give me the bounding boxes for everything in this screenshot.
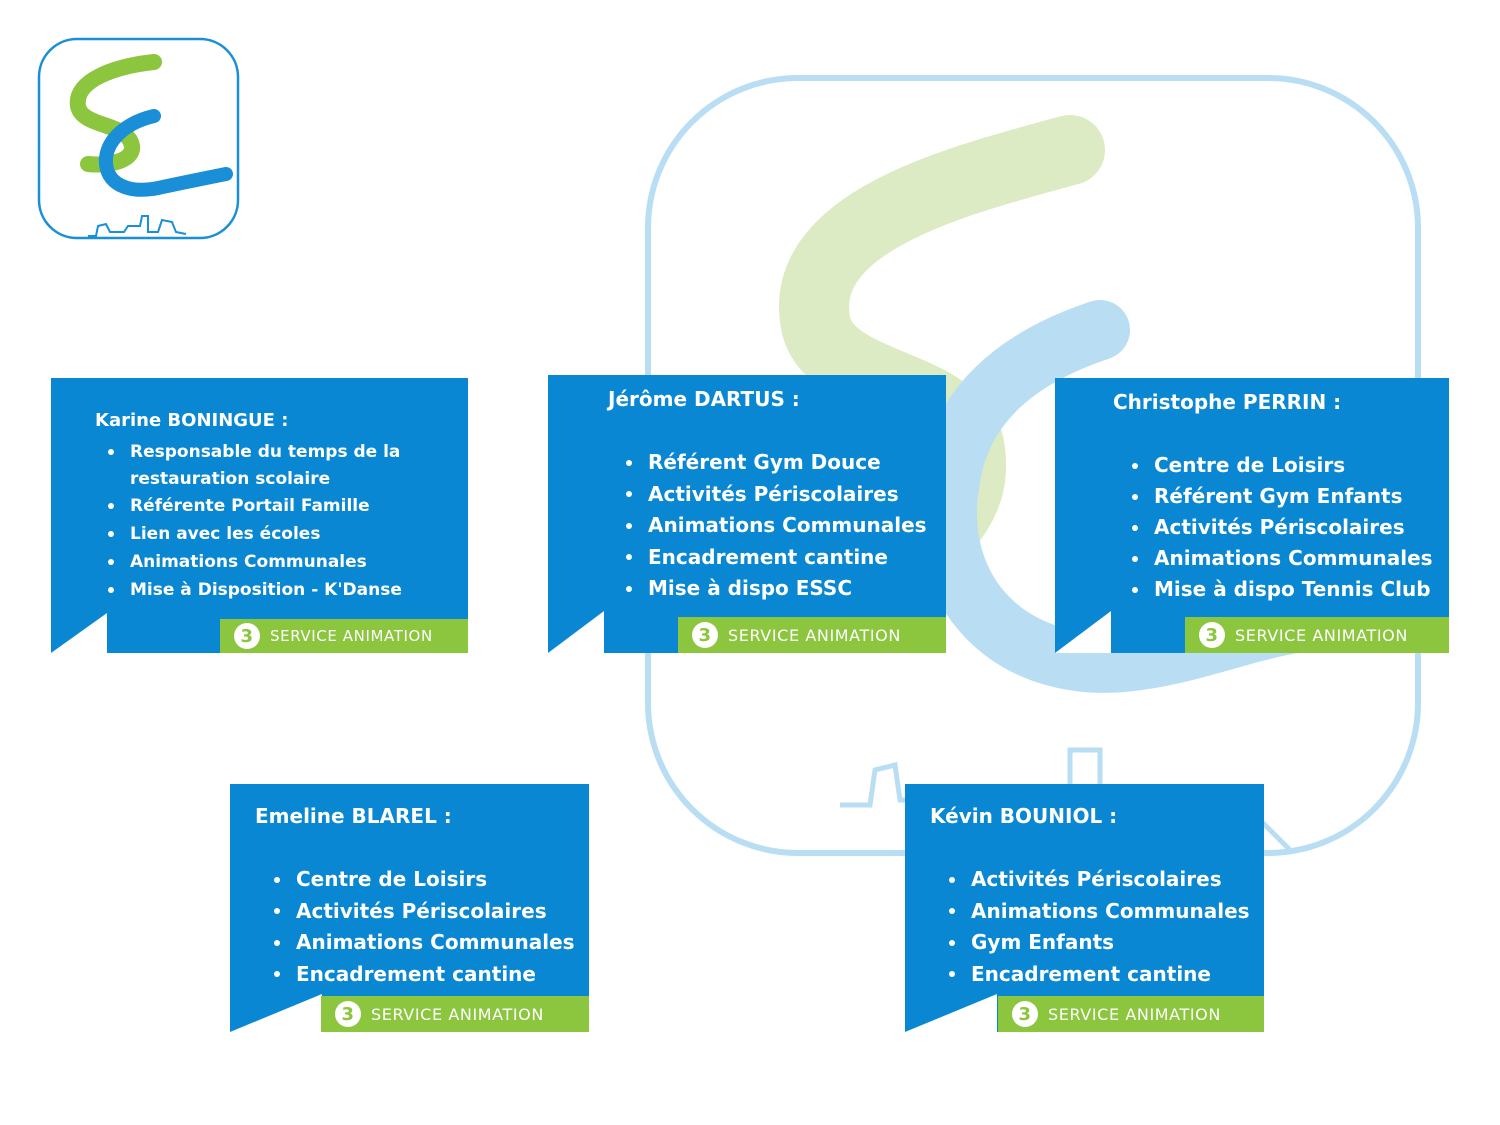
service-label: SERVICE ANIMATION (270, 627, 433, 645)
card-corner (230, 994, 322, 1032)
duty-list: Activités Périscolaires Animations Commu… (937, 864, 1250, 990)
service-label: SERVICE ANIMATION (1048, 1004, 1221, 1024)
staff-name: Karine BONINGUE : (95, 410, 289, 431)
duty-item: Encadrement cantine (937, 959, 1250, 991)
duty-item: Activités Périscolaires (1120, 512, 1433, 543)
duty-item: Référente Portail Famille (96, 492, 402, 520)
number-three-icon: 3 (234, 623, 260, 649)
staff-card-emeline: Emeline BLAREL : Centre de Loisirs Activ… (230, 784, 589, 1032)
service-label: SERVICE ANIMATION (371, 1004, 544, 1024)
duty-item: Référent Gym Douce (614, 447, 927, 479)
card-corner (51, 613, 107, 653)
card-corner (1055, 611, 1111, 653)
sc-logo (37, 37, 240, 240)
duty-item: Activités Périscolaires (614, 479, 927, 511)
service-badge: 3 SERVICE ANIMATION (321, 996, 589, 1032)
card-corner (548, 611, 604, 653)
staff-name: Emeline BLAREL : (255, 804, 452, 828)
duty-list: Référent Gym Douce Activités Périscolair… (614, 447, 927, 605)
service-badge: 3 SERVICE ANIMATION (220, 619, 468, 653)
service-label: SERVICE ANIMATION (728, 625, 901, 645)
duty-item: Activités Périscolaires (937, 864, 1250, 896)
duty-item: Animations Communales (614, 510, 927, 542)
duty-item: Référent Gym Enfants (1120, 481, 1433, 512)
service-badge: 3 SERVICE ANIMATION (1185, 617, 1449, 653)
staff-card-kevin: Kévin BOUNIOL : Activités Périscolaires … (905, 784, 1264, 1032)
duty-item: Activités Périscolaires (262, 896, 575, 928)
number-three-icon: 3 (335, 1001, 361, 1027)
duty-item: Animations Communales (96, 548, 402, 576)
duty-item: Animations Communales (937, 896, 1250, 928)
staff-name: Christophe PERRIN : (1113, 390, 1342, 414)
duty-item-continued: restauration scolaire (130, 469, 331, 489)
duty-item: Mise à Disposition - K'Danse (96, 576, 402, 604)
number-three-icon: 3 (692, 622, 718, 648)
duty-item: Centre de Loisirs (262, 864, 575, 896)
duty-list: Responsable du temps de la restauration … (96, 438, 402, 604)
duty-item: Animations Communales (1120, 543, 1433, 574)
duty-item: Gym Enfants (937, 927, 1250, 959)
service-badge: 3 SERVICE ANIMATION (998, 996, 1264, 1032)
duty-item: Animations Communales (262, 927, 575, 959)
duty-list: Centre de Loisirs Référent Gym Enfants A… (1120, 450, 1433, 605)
card-corner (905, 994, 997, 1032)
duty-item: Encadrement cantine (614, 542, 927, 574)
duty-list: Centre de Loisirs Activités Périscolaire… (262, 864, 575, 990)
number-three-icon: 3 (1012, 1001, 1038, 1027)
number-three-icon: 3 (1199, 622, 1225, 648)
staff-card-christophe: Christophe PERRIN : Centre de Loisirs Ré… (1055, 378, 1449, 653)
service-label: SERVICE ANIMATION (1235, 625, 1408, 645)
service-badge: 3 SERVICE ANIMATION (678, 617, 946, 653)
duty-item: Encadrement cantine (262, 959, 575, 991)
duty-item: Centre de Loisirs (1120, 450, 1433, 481)
duty-item: Lien avec les écoles (96, 520, 402, 548)
staff-card-jerome: Jérôme DARTUS : Référent Gym Douce Activ… (548, 375, 946, 653)
duty-item: Mise à dispo ESSC (614, 573, 927, 605)
staff-name: Kévin BOUNIOL : (930, 804, 1118, 828)
duty-item: Mise à dispo Tennis Club (1120, 574, 1433, 605)
staff-name: Jérôme DARTUS : (608, 387, 800, 411)
duty-item: Responsable du temps de la (96, 438, 402, 466)
staff-card-karine: Karine BONINGUE : Responsable du temps d… (51, 378, 468, 653)
